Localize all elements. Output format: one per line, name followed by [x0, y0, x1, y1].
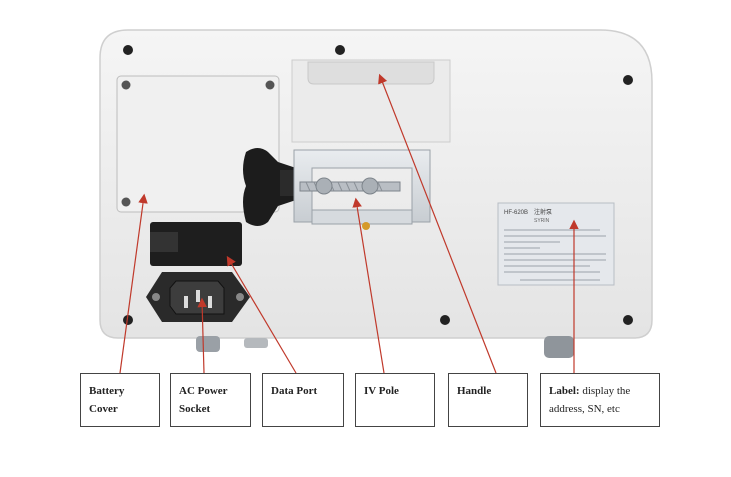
screw-icon — [335, 45, 345, 55]
info-label-sticker: HF-620B 注射泵 SYRIN — [497, 202, 615, 286]
sticker-sub: SYRIN — [534, 218, 550, 224]
handle-recess — [291, 59, 451, 143]
callout-battery-cover: Battery Cover — [80, 373, 160, 427]
callout-battery-text: Battery Cover — [89, 385, 125, 415]
screw-icon — [623, 75, 633, 85]
battery-cover-plate — [116, 75, 280, 213]
leader-battery — [119, 193, 148, 374]
iv-pole-clamp — [243, 148, 431, 230]
foot-left-rear — [244, 338, 268, 348]
leader-lines — [119, 73, 579, 374]
leader-handle — [378, 73, 497, 374]
leader-ac — [197, 297, 207, 374]
callout-ac-text: AC Power Socket — [179, 385, 228, 415]
callout-ivpole-text: IV Pole — [364, 385, 399, 397]
leader-ivpole — [352, 197, 385, 374]
callout-handle: Handle — [448, 373, 528, 427]
callout-handle-text: Handle — [457, 385, 492, 397]
data-port — [150, 222, 242, 266]
sticker-name: 注射泵 — [534, 208, 552, 216]
screw-icon — [623, 315, 633, 325]
callout-data-text: Data Port — [271, 385, 318, 397]
leader-data — [226, 255, 297, 374]
callout-label-title: Label: — [549, 385, 580, 397]
screw-icon — [440, 315, 450, 325]
callout-label-desc: display the address, SN, etc — [549, 385, 631, 415]
sticker-model: HF-620B — [504, 210, 528, 216]
callout-data-port: Data Port — [262, 373, 344, 427]
callout-ac-power-socket: AC Power Socket — [170, 373, 251, 427]
ac-power-socket — [146, 272, 250, 322]
foot-right — [544, 336, 574, 358]
screw-icon — [123, 45, 133, 55]
callout-label: Label: display the address, SN, etc — [540, 373, 660, 427]
screw-icon — [123, 315, 133, 325]
foot-left — [196, 336, 220, 352]
callout-iv-pole: IV Pole — [355, 373, 435, 427]
